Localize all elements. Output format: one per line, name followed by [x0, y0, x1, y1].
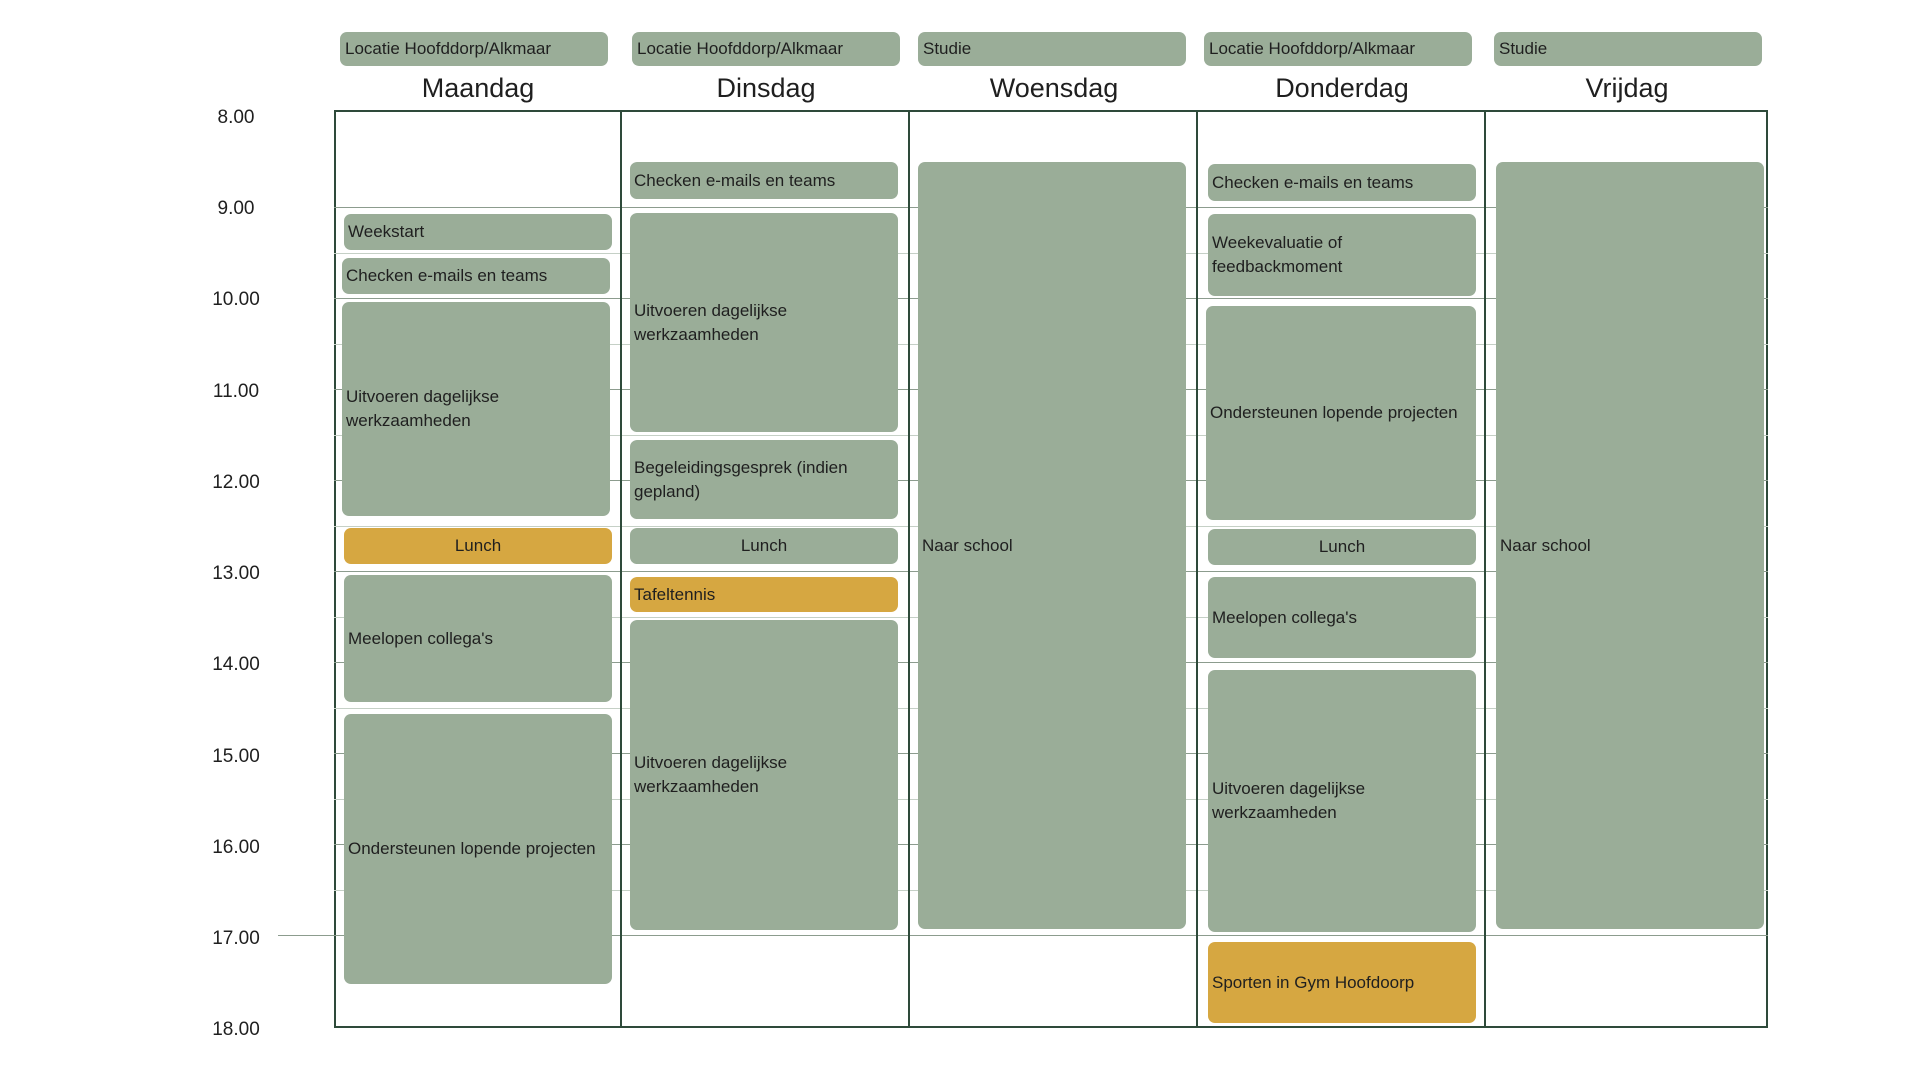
time-label-17: 17.00: [212, 928, 260, 949]
event-block[interactable]: Uitvoeren dagelijkse werkzaamheden: [342, 302, 610, 516]
day-header-maandag: Maandag: [421, 73, 535, 103]
schedule-grid: [334, 110, 1768, 1028]
location-badge-dinsdag: Locatie Hoofddorp/Alkmaar: [632, 32, 900, 66]
time-label-14: 14.00: [212, 654, 260, 675]
event-block[interactable]: Checken e-mails en teams: [342, 258, 610, 294]
column-divider: [908, 110, 910, 1028]
day-header-woensdag: Woensdag: [989, 73, 1119, 103]
event-block[interactable]: Naar school: [1496, 162, 1764, 929]
event-block[interactable]: Uitvoeren dagelijkse werkzaamheden: [1208, 670, 1476, 932]
time-label-11: 11.00: [212, 381, 260, 402]
time-label-13: 13.00: [212, 563, 260, 584]
event-block[interactable]: Weekevaluatie of feedbackmoment: [1208, 214, 1476, 296]
event-block[interactable]: Uitvoeren dagelijkse werkzaamheden: [630, 213, 898, 432]
time-label-15: 15.00: [212, 746, 260, 767]
event-block[interactable]: Meelopen collega's: [344, 575, 612, 702]
time-label-18: 18.00: [212, 1019, 260, 1040]
event-block-lunch[interactable]: Lunch: [630, 528, 898, 564]
time-label-8: 8.00: [217, 107, 255, 128]
location-badge-donderdag: Locatie Hoofddorp/Alkmaar: [1204, 32, 1472, 66]
time-label-9: 9.00: [217, 198, 255, 219]
grid-line: [278, 935, 1768, 936]
event-block-lunch[interactable]: Lunch: [344, 528, 612, 564]
event-block[interactable]: Begeleidingsgesprek (indien gepland): [630, 440, 898, 519]
column-divider: [1196, 110, 1198, 1028]
time-label-16: 16.00: [212, 837, 260, 858]
time-label-10: 10.00: [212, 289, 260, 310]
event-block[interactable]: Ondersteunen lopende projecten: [1206, 306, 1476, 520]
event-block-lunch[interactable]: Lunch: [1208, 529, 1476, 565]
event-block[interactable]: Checken e-mails en teams: [1208, 164, 1476, 201]
day-header-vrijdag: Vrijdag: [1585, 73, 1669, 103]
event-block[interactable]: Uitvoeren dagelijkse werkzaamheden: [630, 620, 898, 930]
event-block[interactable]: Meelopen collega's: [1208, 577, 1476, 658]
event-block[interactable]: Checken e-mails en teams: [630, 162, 898, 199]
column-divider: [1484, 110, 1486, 1028]
location-badge-maandag: Locatie Hoofddorp/Alkmaar: [340, 32, 608, 66]
day-header-dinsdag: Dinsdag: [716, 73, 816, 103]
column-divider: [620, 110, 622, 1028]
event-block[interactable]: Tafeltennis: [630, 577, 898, 612]
event-block[interactable]: Ondersteunen lopende projecten: [344, 714, 612, 984]
time-label-12: 12.00: [212, 472, 260, 493]
event-block[interactable]: Sporten in Gym Hoofdoorp: [1208, 942, 1476, 1023]
day-header-donderdag: Donderdag: [1275, 73, 1409, 103]
location-badge-vrijdag: Studie: [1494, 32, 1762, 66]
location-badge-woensdag: Studie: [918, 32, 1186, 66]
event-block[interactable]: Weekstart: [344, 214, 612, 250]
event-block[interactable]: Naar school: [918, 162, 1186, 929]
